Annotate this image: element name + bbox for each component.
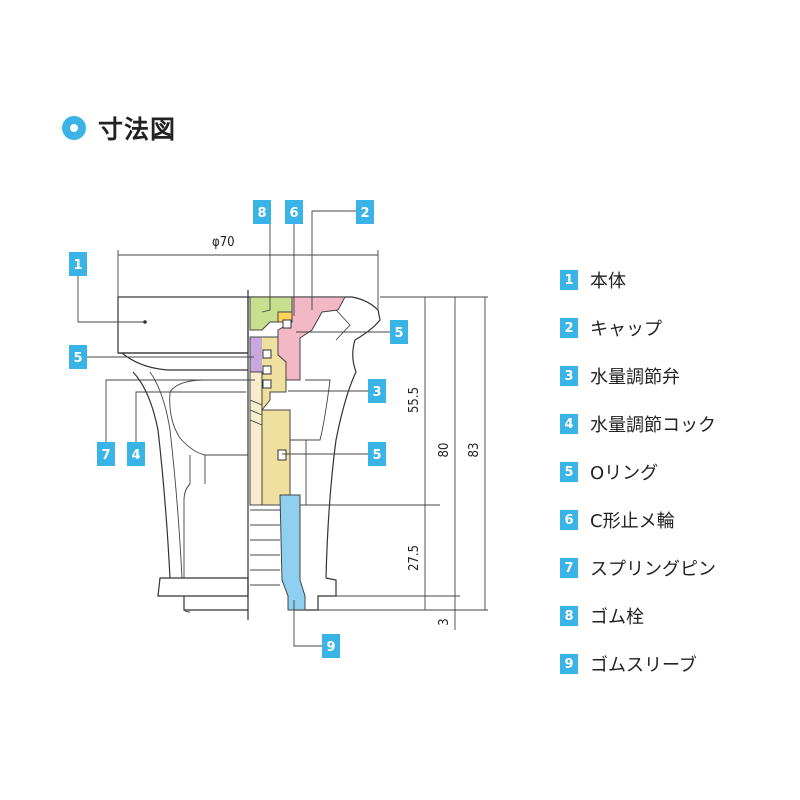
svg-text:3: 3	[372, 385, 381, 400]
svg-text:2: 2	[360, 206, 369, 221]
legend-label: 水量調節コック	[590, 415, 716, 436]
svg-text:5: 5	[372, 448, 381, 463]
legend-item: 5 Oリング	[560, 448, 716, 496]
callout-6: 6	[285, 200, 303, 224]
callout-5a: 5	[390, 320, 408, 344]
body-section-right	[248, 296, 381, 611]
svg-text:1: 1	[73, 258, 82, 273]
dimension-labels: φ70 55.5 80 83 27.5 3	[212, 235, 482, 626]
callout-3: 3	[368, 379, 386, 403]
section-parts	[249, 296, 346, 611]
legend-label: C形止メ輪	[590, 511, 675, 532]
svg-text:9: 9	[326, 640, 335, 655]
callout-7: 7	[97, 442, 115, 466]
dim-3: 3	[437, 618, 452, 625]
svg-text:4: 4	[131, 448, 140, 463]
legend-label: Oリング	[590, 463, 659, 484]
svg-text:8: 8	[257, 206, 266, 221]
callouts: 1 8 6 2 5 5 3 7 4 5 9	[69, 200, 408, 658]
callout-5c: 5	[368, 442, 386, 466]
legend-number: 7	[560, 558, 578, 578]
part-7-spring-pin	[249, 371, 263, 506]
legend-label: ゴム栓	[590, 607, 644, 628]
callout-2: 2	[356, 200, 374, 224]
dim-55-5: 55.5	[407, 387, 422, 413]
legend-number: 3	[560, 366, 578, 386]
part-9-rubber-sleeve	[279, 494, 306, 611]
legend-number: 1	[560, 270, 578, 290]
svg-text:6: 6	[289, 206, 298, 221]
legend-item: 7 スプリングピン	[560, 544, 716, 592]
legend-item: 3 水量調節弁	[560, 352, 716, 400]
legend-item: 1 本体	[560, 256, 716, 304]
legend-item: 6 C形止メ輪	[560, 496, 716, 544]
dim-83: 83	[467, 443, 482, 458]
leader-lines	[77, 210, 390, 647]
legend-item: 8 ゴム栓	[560, 592, 716, 640]
dim-80: 80	[437, 443, 452, 458]
legend-label: スプリングピン	[590, 559, 716, 580]
body-top-flange	[117, 296, 249, 354]
parts-legend: 1 本体 2 キャップ 3 水量調節弁 4 水量調節コック 5 Oリング 6 C…	[560, 256, 716, 688]
svg-text:7: 7	[101, 448, 110, 463]
legend-number: 5	[560, 462, 578, 482]
legend-number: 6	[560, 510, 578, 530]
callout-9: 9	[322, 634, 340, 658]
part-2-cap	[277, 296, 346, 381]
title-text: 寸法図	[98, 115, 177, 144]
legend-number: 8	[560, 606, 578, 626]
legend-label: ゴムスリーブ	[590, 655, 697, 676]
legend-item: 2 キャップ	[560, 304, 716, 352]
legend-item: 9 ゴムスリーブ	[560, 640, 716, 688]
legend-number: 4	[560, 414, 578, 434]
bullet-circle-icon	[62, 116, 86, 140]
legend-label: 本体	[590, 271, 626, 292]
legend-label: 水量調節弁	[590, 367, 680, 388]
section-title: 寸法図	[62, 110, 176, 146]
dimension-lines	[117, 250, 488, 630]
dim-27-5: 27.5	[407, 545, 422, 571]
callout-5b: 5	[69, 345, 87, 369]
legend-label: キャップ	[590, 319, 662, 340]
svg-text:5: 5	[394, 326, 403, 341]
svg-text:5: 5	[73, 351, 82, 366]
legend-number: 2	[560, 318, 578, 338]
callout-4: 4	[127, 442, 145, 466]
legend-item: 4 水量調節コック	[560, 400, 716, 448]
callout-8: 8	[253, 200, 271, 224]
legend-number: 9	[560, 654, 578, 674]
dim-diameter: φ70	[212, 235, 235, 250]
callout-1: 1	[69, 252, 87, 276]
